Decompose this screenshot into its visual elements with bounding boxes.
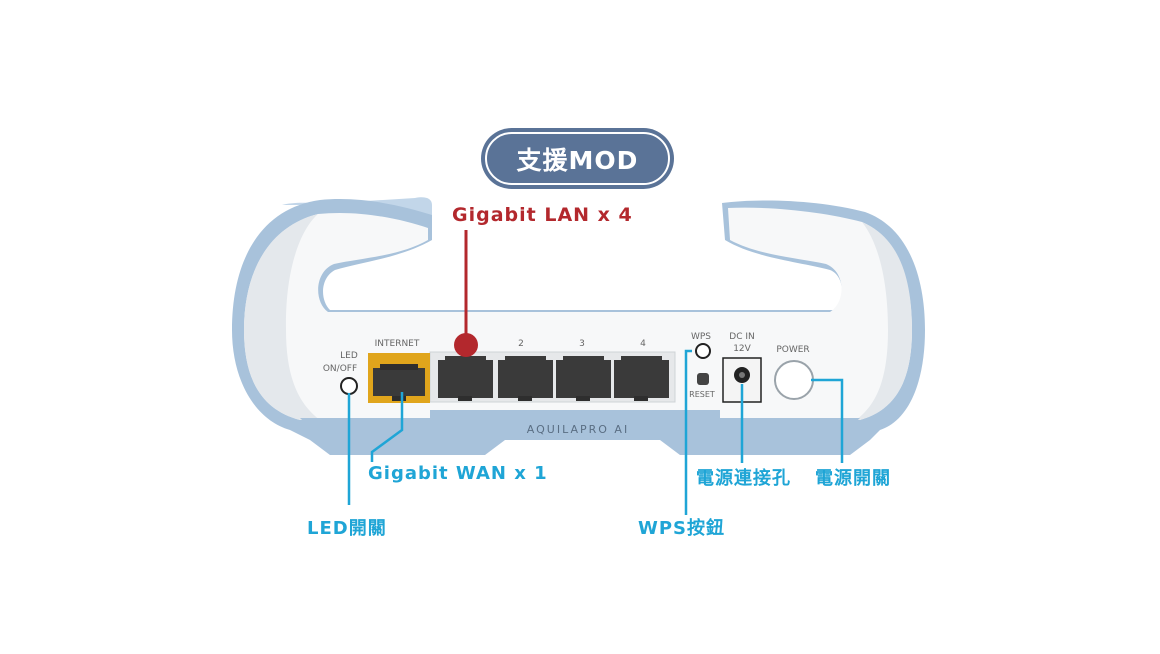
- lan-ports: [438, 356, 669, 401]
- reset-hole: [697, 373, 709, 385]
- port3-label: 3: [579, 339, 585, 349]
- dcin-label-2: 12V: [733, 344, 751, 354]
- wps-button: [695, 343, 711, 359]
- mod-support-badge: 支援MOD: [481, 128, 674, 189]
- port4-label: 4: [640, 339, 646, 349]
- power-label: POWER: [776, 345, 809, 355]
- lan-callout: Gigabit LAN x 4: [452, 204, 633, 226]
- wps-callout: WPS按鈕: [638, 518, 726, 539]
- led-button: [340, 377, 358, 395]
- mod-badge-label: 支援MOD: [485, 132, 670, 185]
- led-label-1: LED: [340, 351, 358, 361]
- wps-label: WPS: [691, 332, 711, 342]
- dcin-label-1: DC IN: [729, 332, 754, 342]
- internet-label: INTERNET: [375, 339, 420, 349]
- led-callout: LED開關: [307, 518, 387, 539]
- reset-label: RESET: [689, 390, 715, 399]
- power-callout: 電源開關: [815, 468, 891, 489]
- lan-marker: [454, 333, 478, 357]
- wan-callout: Gigabit WAN x 1: [368, 463, 548, 484]
- power-button: [774, 360, 814, 400]
- brand-label: AQUILAPRO AI: [527, 423, 629, 436]
- dc-callout: 電源連接孔: [696, 468, 791, 489]
- led-label-2: ON/OFF: [323, 364, 357, 374]
- port2-label: 2: [518, 339, 524, 349]
